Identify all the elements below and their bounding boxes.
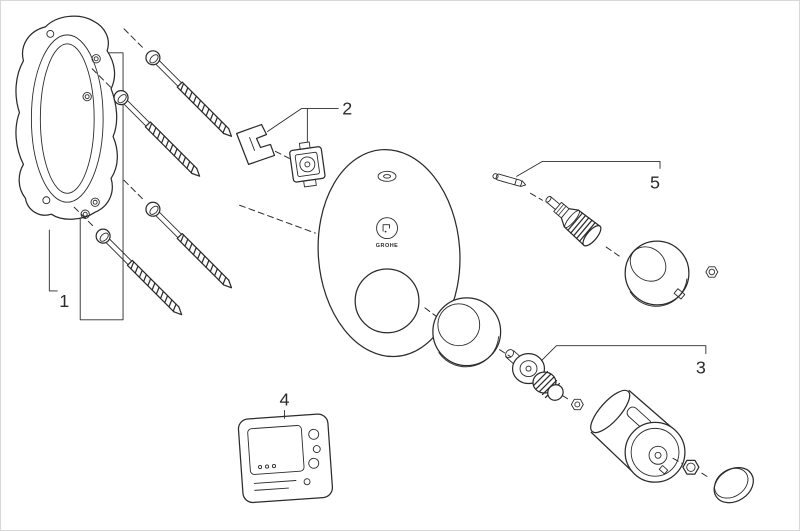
spout-icon <box>376 217 398 240</box>
callout-4: 4 <box>279 389 289 419</box>
screw-hole <box>91 54 101 64</box>
part1-group: 1 <box>15 15 238 321</box>
callout-5-leader <box>516 160 661 177</box>
assembly-dash-escutcheon <box>239 204 316 234</box>
callout-4-label: 4 <box>279 389 289 409</box>
callout-3-label: 3 <box>696 358 706 378</box>
temperature-knob <box>624 240 690 307</box>
fastening-nut <box>682 459 700 475</box>
clip-bracket <box>235 123 276 166</box>
callout-2: 2 <box>267 99 352 142</box>
assembly-dash-3c <box>561 395 571 401</box>
callout-1-label: 1 <box>59 291 69 311</box>
remote-button <box>312 445 321 454</box>
assembly-dash-2 <box>274 150 290 159</box>
part4-group: 4 <box>237 389 334 504</box>
handle-sleeve <box>590 389 686 483</box>
escutcheon-plate: GROHE <box>239 148 461 358</box>
part2-group: 2 <box>235 99 352 188</box>
screw <box>142 198 238 294</box>
knob-grip-notch <box>673 288 686 300</box>
cartridge-bolt <box>570 398 584 411</box>
remote-button <box>308 457 320 469</box>
assembly-dash-5a <box>530 192 543 201</box>
part5-group: 5 <box>492 160 719 307</box>
mounting-plate <box>15 15 118 220</box>
assembly-axis-dashes-1 <box>73 28 146 229</box>
solenoid-block <box>289 141 326 188</box>
screw-hole <box>82 92 92 102</box>
callout-5: 5 <box>516 160 661 192</box>
sensor-window <box>377 170 397 182</box>
mounting-screws <box>92 47 238 321</box>
callout-3: 3 <box>541 345 707 378</box>
callout-2-leader <box>267 108 339 132</box>
callout-3-leader <box>541 345 707 362</box>
escutcheon-sleeve-ring <box>432 297 502 368</box>
part3-group: 3 <box>424 297 754 504</box>
remote-button <box>308 428 320 440</box>
callout-1: 1 <box>48 229 69 311</box>
screw <box>110 87 206 182</box>
assembly-dash-3d <box>672 457 683 464</box>
end-cap <box>713 466 754 504</box>
knob-screw <box>705 266 719 278</box>
remote-display <box>247 425 305 475</box>
screw-hole <box>90 197 100 207</box>
callout-1-leader <box>48 229 58 292</box>
callout-2-label: 2 <box>342 99 352 119</box>
retainer-pin <box>492 173 527 187</box>
assembly-dash-3a <box>424 307 438 318</box>
callout-5-label: 5 <box>650 172 660 192</box>
assembly-dash-3b <box>499 349 512 358</box>
screw <box>142 47 238 142</box>
volume-cartridge <box>505 349 564 401</box>
valve-opening <box>354 268 420 334</box>
cartridge-5 <box>545 195 602 247</box>
remote-control <box>237 413 334 504</box>
assembly-dash-5b <box>605 246 620 257</box>
screw <box>92 225 188 321</box>
assembly-dash-3e <box>701 472 711 479</box>
brand-logo-text: GROHE <box>376 243 399 249</box>
